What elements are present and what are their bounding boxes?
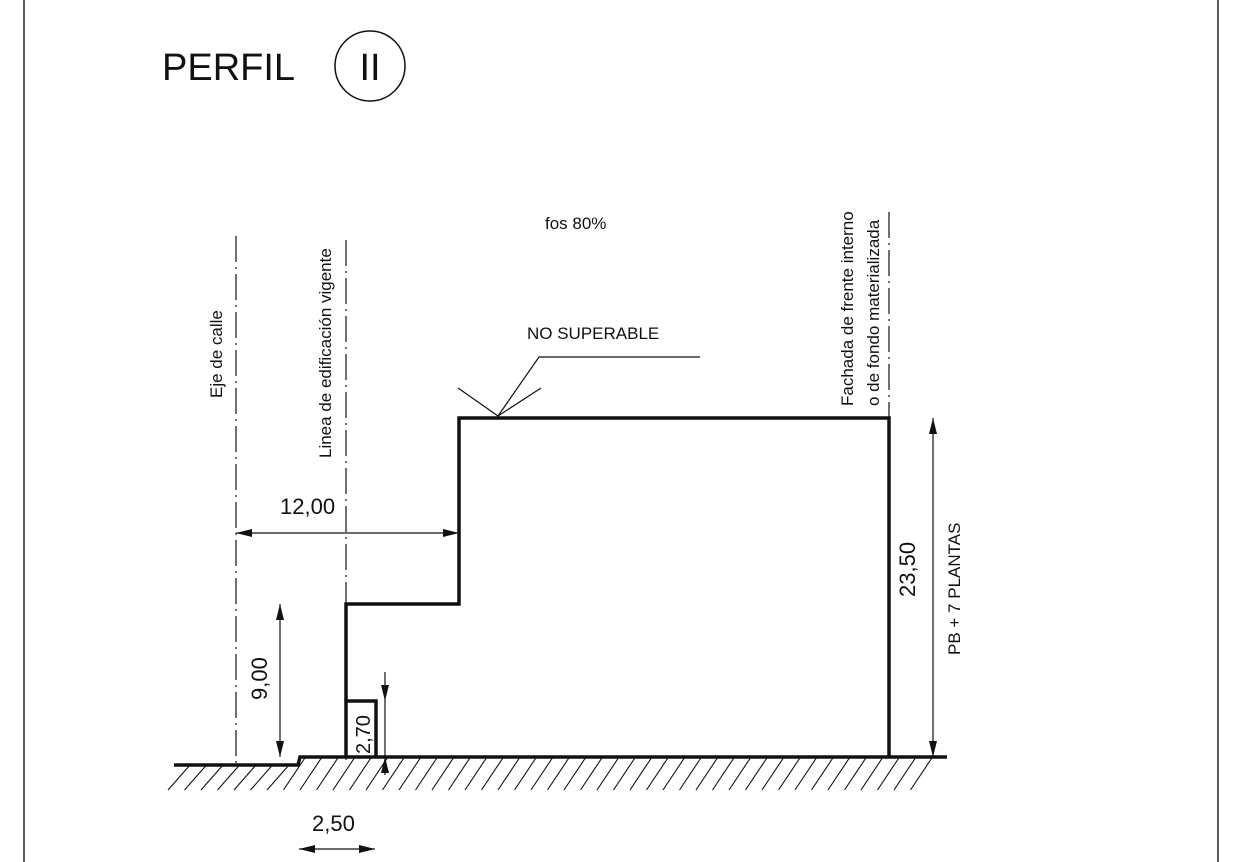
ground-hatch-line [662, 756, 686, 791]
ground-hatch-line [679, 756, 702, 791]
ground-hatch-line [398, 756, 422, 791]
ground-hatch-line [646, 756, 669, 791]
dim-9-arrow-top [276, 604, 284, 620]
numeral-circle [334, 30, 406, 102]
no-superable-leader [497, 356, 700, 417]
ground-hatch-line [761, 756, 785, 791]
ground-hatch-line [316, 756, 339, 791]
ground-hatch-line [349, 756, 372, 791]
ground-hatch-line [695, 756, 719, 791]
ground-hatch-line [250, 764, 273, 791]
dim-9-arrow-bottom [276, 741, 284, 757]
ground-hatch-line [431, 756, 455, 791]
dim-12-arrow-right [443, 529, 459, 537]
drawing-numeral: II [359, 47, 380, 89]
ground-hatch-line [794, 756, 818, 791]
ground-hatch-line [580, 756, 603, 791]
ground-hatch-line [415, 756, 438, 791]
ground-hatch-line [448, 756, 471, 791]
dim-2-70-arrow-top [381, 685, 389, 701]
ground-hatch-line [778, 756, 801, 791]
dim-12-label: 12,00 [280, 494, 335, 519]
ground-hatch-line [332, 756, 356, 791]
building-profile-outline [344, 416, 891, 757]
dim-23-50-label: 23,50 [895, 542, 920, 597]
ground-hatch-line [382, 756, 405, 791]
ground-hatch-line [184, 764, 207, 791]
ground-hatch-line [266, 764, 290, 791]
ground-hatch-line [893, 756, 917, 791]
ground-hatch-line [167, 764, 191, 791]
ground-hatch-line [811, 756, 834, 791]
ground-hatch-line [827, 756, 851, 791]
dim-23-50-arrow-bottom [929, 741, 937, 757]
ground-hatch-line [596, 756, 620, 791]
linea-edificacion-label: Linea de edificación vigente [316, 248, 335, 458]
dim-23-50-arrow-top [929, 418, 937, 434]
ground-hatch-line [217, 764, 240, 791]
ground-hatch-line [860, 756, 884, 791]
ground-hatch-line [299, 756, 323, 791]
dim-2-50-arrow-left [299, 845, 315, 853]
no-superable-label: NO SUPERABLE [527, 324, 659, 343]
ground-hatch-line [877, 756, 900, 791]
ground-hatching [167, 756, 933, 791]
eje-de-calle-label: Eje de calle [207, 310, 226, 398]
ground-hatch-line [481, 756, 504, 791]
ground-hatch-line [745, 756, 768, 791]
drawing-title: PERFIL [162, 47, 295, 89]
dim-2-50-label: 2,50 [312, 811, 355, 836]
ground-hatch-line [728, 756, 752, 791]
ground-hatch-line [497, 756, 521, 791]
ground-hatch-line [844, 756, 867, 791]
base-step-outline [344, 699, 378, 757]
ground-hatch-line [283, 756, 306, 791]
ground-hatch-line [613, 756, 636, 791]
fachada-label-line1: Fachada de frente interno [838, 211, 857, 406]
no-superable-marker [457, 387, 542, 417]
ground-hatch-line [547, 756, 570, 791]
ground-hatch-line [530, 756, 554, 791]
ground-hatch-line [200, 764, 224, 791]
ground-hatch-line [712, 756, 735, 791]
fachada-label-line2: o de fondo materializada [864, 219, 883, 406]
fos-label: fos 80% [545, 214, 606, 233]
ground-hatch-line [563, 756, 587, 791]
ground-hatch-line [629, 756, 653, 791]
ground-hatch-line [233, 764, 257, 791]
dim-2-70-label: 2,70 [353, 715, 375, 754]
ground-hatch-line [514, 756, 537, 791]
ground-hatch-line [464, 756, 488, 791]
ground-hatch-line [910, 756, 933, 791]
dim-9-label: 9,00 [247, 657, 272, 700]
plantas-label: PB + 7 PLANTAS [945, 523, 964, 655]
ground-line [174, 755, 947, 767]
dim-12-arrow-left [236, 529, 252, 537]
dim-2-50-arrow-right [359, 845, 375, 853]
